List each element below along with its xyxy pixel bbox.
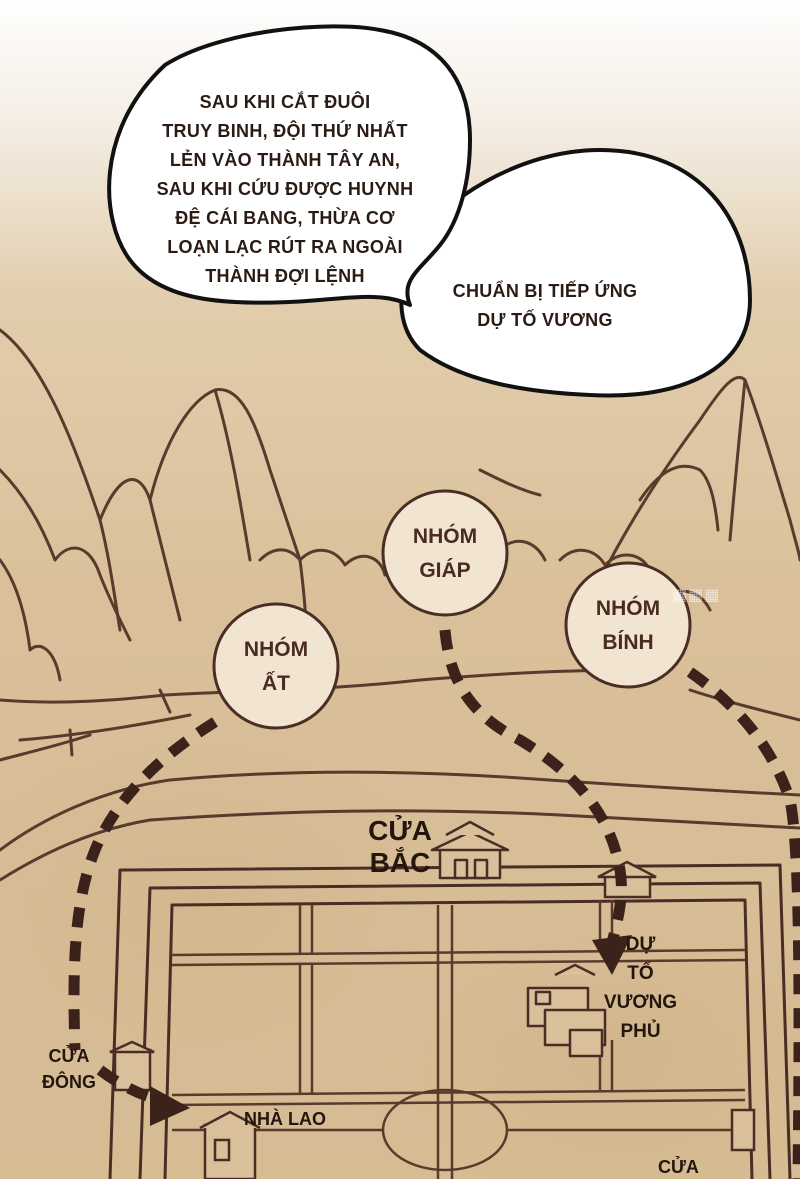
route-arrows bbox=[68, 629, 800, 1179]
north-gate-line: CỬA bbox=[368, 815, 432, 846]
palace-label-line: DỰ bbox=[625, 934, 656, 955]
palace-label-line: VƯƠNG bbox=[603, 992, 678, 1013]
palace-label-line: PHỦ bbox=[620, 1021, 661, 1042]
label-group-binh: NHÓM BÍNH bbox=[568, 592, 688, 660]
route-east-gate-to-prison bbox=[96, 1065, 162, 1106]
city-streets bbox=[171, 900, 746, 1179]
route-group-binh bbox=[686, 667, 800, 1179]
east-gate-tower bbox=[109, 1040, 155, 1092]
bubble-right-shape bbox=[399, 148, 752, 398]
palace-label-line: TỐ bbox=[627, 963, 654, 984]
palace-building bbox=[526, 963, 607, 1058]
label-east-gate: CỬA ĐÔNG bbox=[34, 1043, 104, 1095]
bubble-left-line: SAU KHI CẮT ĐUÔI bbox=[199, 92, 371, 112]
group-at-line: ẤT bbox=[262, 672, 290, 695]
east-gate-line: ĐÔNG bbox=[42, 1072, 96, 1092]
circle-group-at bbox=[212, 602, 340, 730]
label-group-at: NHÓM ẤT bbox=[216, 633, 336, 701]
group-binh-line: BÍNH bbox=[602, 631, 654, 654]
bubble-left-shape bbox=[107, 24, 472, 307]
group-binh-line: NHÓM bbox=[595, 597, 661, 620]
bubble-right-text: CHUẨN BỊ TIẾP ỨNG DỰ TỐ VƯƠNG bbox=[430, 277, 660, 335]
group-at-line: NHÓM bbox=[243, 638, 309, 661]
bubble-left-line: SAU KHI CỨU ĐƯỢC HUYNH bbox=[156, 179, 414, 199]
bubble-left-line: ĐỆ CÁI BANG, THỪA CƠ bbox=[175, 208, 395, 228]
bubble-right-line: CHUẨN BỊ TIẾP ỨNG bbox=[452, 281, 638, 301]
label-bottom-gate: CỬA bbox=[658, 1157, 699, 1177]
south-east-tower bbox=[730, 1108, 756, 1152]
circle-group-giap bbox=[381, 489, 509, 617]
north-east-tower bbox=[597, 860, 657, 899]
group-giap-line: NHÓM bbox=[412, 525, 478, 548]
group-giap-line: GIÁP bbox=[419, 559, 471, 582]
arrow-head-palace bbox=[592, 935, 632, 975]
label-group-giap: NHÓM GIÁP bbox=[385, 520, 505, 588]
bubble-left-text: SAU KHI CẮT ĐUÔI TRUY BINH, ĐỘI THỨ NHẤT… bbox=[135, 88, 435, 291]
speech-bubbles bbox=[107, 24, 752, 398]
bubble-left-line: THÀNH ĐỢI LỆNH bbox=[205, 266, 365, 286]
bubble-left-line: TRUY BINH, ĐỘI THỨ NHẤT bbox=[162, 121, 408, 141]
route-group-giap bbox=[439, 629, 627, 952]
circle-group-binh bbox=[564, 561, 692, 689]
arrow-head-prison bbox=[150, 1086, 190, 1126]
mountains-left bbox=[0, 328, 387, 682]
arrow-heads bbox=[150, 935, 632, 1126]
bubble-left-line: LẺN VÀO THÀNH TÂY AN, bbox=[169, 150, 401, 170]
north-gate-line: BẮC bbox=[369, 847, 431, 878]
bubble-right-line: DỰ TỐ VƯƠNG bbox=[477, 310, 613, 330]
label-north-gate: CỬA BẮC bbox=[360, 815, 440, 879]
label-prison: NHÀ LAO bbox=[244, 1109, 326, 1129]
label-du-to-vuong-phu: DỰ TỐ VƯƠNG PHỦ bbox=[598, 930, 683, 1046]
bubble-left-line: LOẠN LẠC RÚT RA NGOÀI bbox=[167, 237, 403, 257]
group-circles bbox=[212, 489, 692, 730]
watermark-logo: ▦▦▦ bbox=[672, 585, 721, 604]
east-gate-line: CỬA bbox=[48, 1046, 90, 1066]
route-group-at bbox=[68, 717, 218, 1051]
prison-building bbox=[199, 1110, 261, 1179]
north-gate-building bbox=[430, 820, 510, 880]
